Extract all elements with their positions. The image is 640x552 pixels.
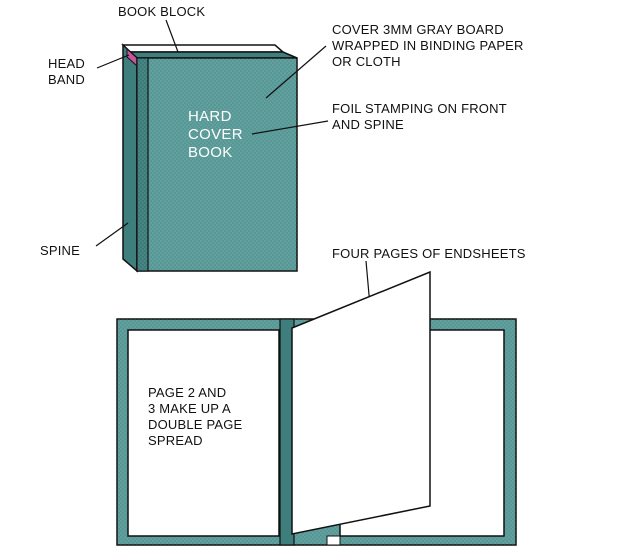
turned-flyleaf — [291, 270, 431, 535]
label-double-page-spread: PAGE 2 AND 3 MAKE UP A DOUBLE PAGE SPREA… — [148, 385, 242, 449]
leader-spine — [95, 222, 129, 247]
open-book — [116, 270, 517, 546]
label-foil-line-2: AND SPINE — [332, 117, 404, 132]
label-endsheets: FOUR PAGES OF ENDSHEETS — [332, 246, 526, 261]
label-cover-line-3: OR CLOTH — [332, 54, 401, 69]
cover-title-line-2: COVER — [188, 126, 243, 143]
label-spread-line-4: SPREAD — [148, 433, 203, 448]
leader-cover — [265, 45, 327, 99]
leader-head-band — [96, 54, 130, 69]
label-foil-line-1: FOIL STAMPING ON FRONT — [332, 101, 507, 116]
page-stack-bottom — [326, 535, 341, 546]
label-head-band-line-1: HEAD — [48, 56, 85, 71]
cover-title: HARD COVER BOOK — [188, 108, 243, 162]
cover-title-line-1: HARD — [188, 108, 232, 125]
cover-title-line-3: BOOK — [188, 144, 233, 161]
leader-foil — [251, 120, 329, 135]
label-head-band: HEAD BAND — [48, 56, 85, 88]
leader-book-block — [165, 19, 179, 53]
label-spread-line-1: PAGE 2 AND — [148, 385, 227, 400]
top-board-edge — [127, 51, 298, 59]
label-foil-stamping: FOIL STAMPING ON FRONT AND SPINE — [332, 101, 507, 133]
label-cover-line-1: COVER 3MM GRAY BOARD — [332, 22, 504, 37]
cover-texture — [137, 58, 297, 271]
book-block-top — [121, 44, 285, 53]
label-cover-line-2: WRAPPED IN BINDING PAPER — [332, 38, 524, 53]
label-spread-line-2: 3 MAKE UP A — [148, 401, 231, 416]
label-head-band-line-2: BAND — [48, 72, 85, 87]
label-spread-line-3: DOUBLE PAGE — [148, 417, 243, 432]
left-endsheet-page — [127, 329, 280, 537]
spine-panel — [122, 43, 138, 273]
label-spine: SPINE — [40, 243, 81, 258]
label-cover: COVER 3MM GRAY BOARD WRAPPED IN BINDING … — [332, 22, 524, 70]
label-book-block: BOOK BLOCK — [118, 4, 206, 19]
hinge-texture — [137, 58, 148, 271]
